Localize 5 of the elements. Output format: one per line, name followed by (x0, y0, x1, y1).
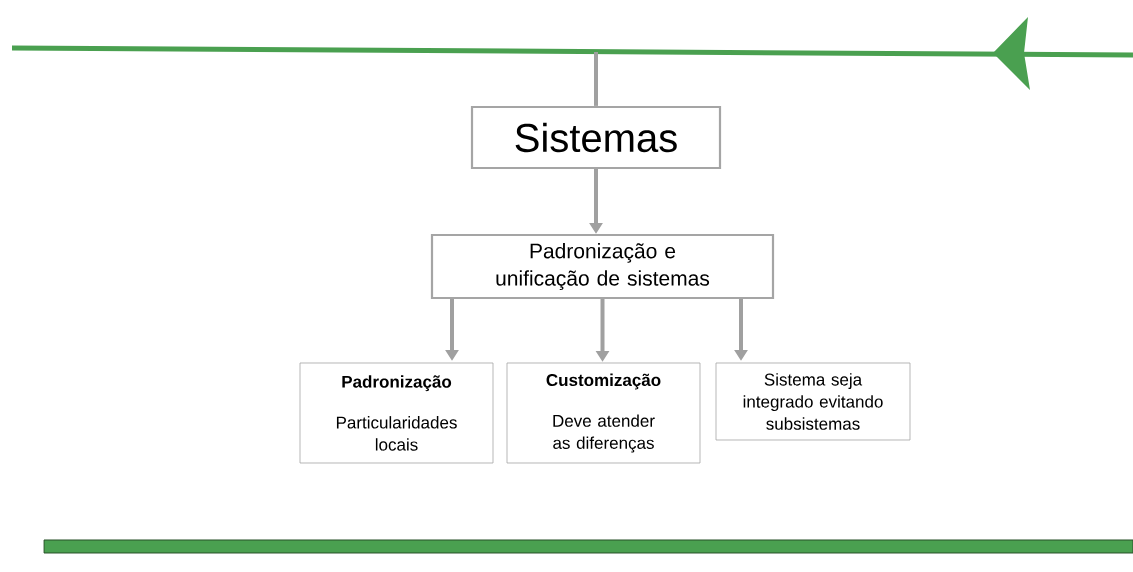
info-box: Sistema seja integrado evitando subsistemas (715, 362, 911, 441)
info-box: Padronização Particularidades locais (299, 362, 494, 464)
process-box: Padronização e unificação de sistemas (430, 233, 775, 300)
title-box: Sistemas (470, 105, 722, 170)
info-box: Customização Deve atender as diferenças (506, 362, 701, 464)
